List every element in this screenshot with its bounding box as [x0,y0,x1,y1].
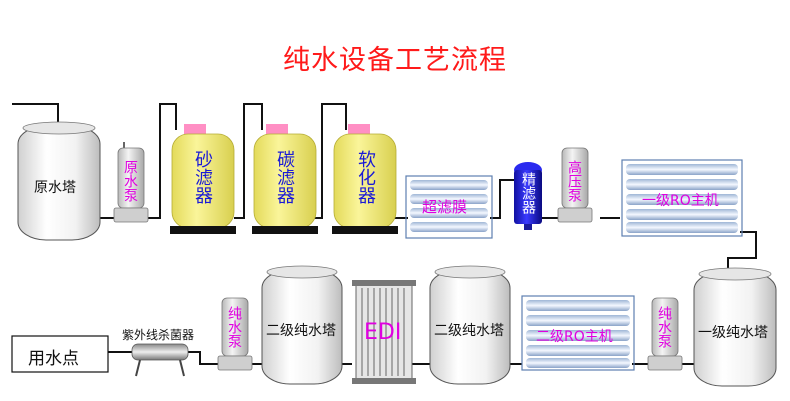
tank-secondary-2-label: 二级纯水塔 [434,323,504,339]
module-ultrafiltration [405,175,493,239]
filter-softener-label: 软化器 [355,150,376,204]
uv-sterilizer [131,343,189,377]
module-ro-2-label: 二级RO主机 [536,329,613,345]
pipes-row-1 [12,103,757,276]
filter-precision-label: 精滤器 [520,172,536,214]
module-edi-label: EDI [364,320,402,345]
tank-raw-water [17,121,101,241]
outlet-label: 用水点 [28,349,79,369]
pump-high-pressure-label: 高压泵 [566,160,582,202]
pump-pure-1-label: 纯水泵 [226,306,242,348]
pump-high-pressure [557,147,593,223]
pump-pure-2 [647,297,683,371]
pump-raw-water [113,142,149,223]
module-edi [352,280,416,384]
tank-primary-label: 一级纯水塔 [698,325,768,341]
filter-softener [332,124,398,234]
filter-sand [170,124,236,234]
uv-sterilizer-label: 紫外线杀菌器 [122,328,195,342]
tank-secondary-pure-1 [261,265,343,385]
module-ultrafiltration-label: 超滤膜 [422,198,468,216]
pump-raw-label: 原水泵 [122,160,138,202]
filter-carbon [252,124,318,234]
filter-precision [514,162,542,230]
tank-raw-label: 原水塔 [34,180,76,196]
pump-pure-2-label: 纯水泵 [656,306,672,348]
pump-pure-1 [217,297,253,371]
tank-primary-pure [693,267,777,387]
diagram-title: 纯水设备工艺流程 [283,45,507,76]
module-ro-1-label: 一级RO主机 [642,193,719,209]
module-ro-secondary [521,295,635,371]
outlet-box [11,335,109,373]
module-ro-primary [621,159,743,237]
tank-secondary-pure-2 [429,265,511,385]
tank-secondary-1-label: 二级纯水塔 [266,323,336,339]
filter-carbon-label: 碳滤器 [274,150,295,204]
filter-sand-label: 砂滤器 [192,150,213,204]
